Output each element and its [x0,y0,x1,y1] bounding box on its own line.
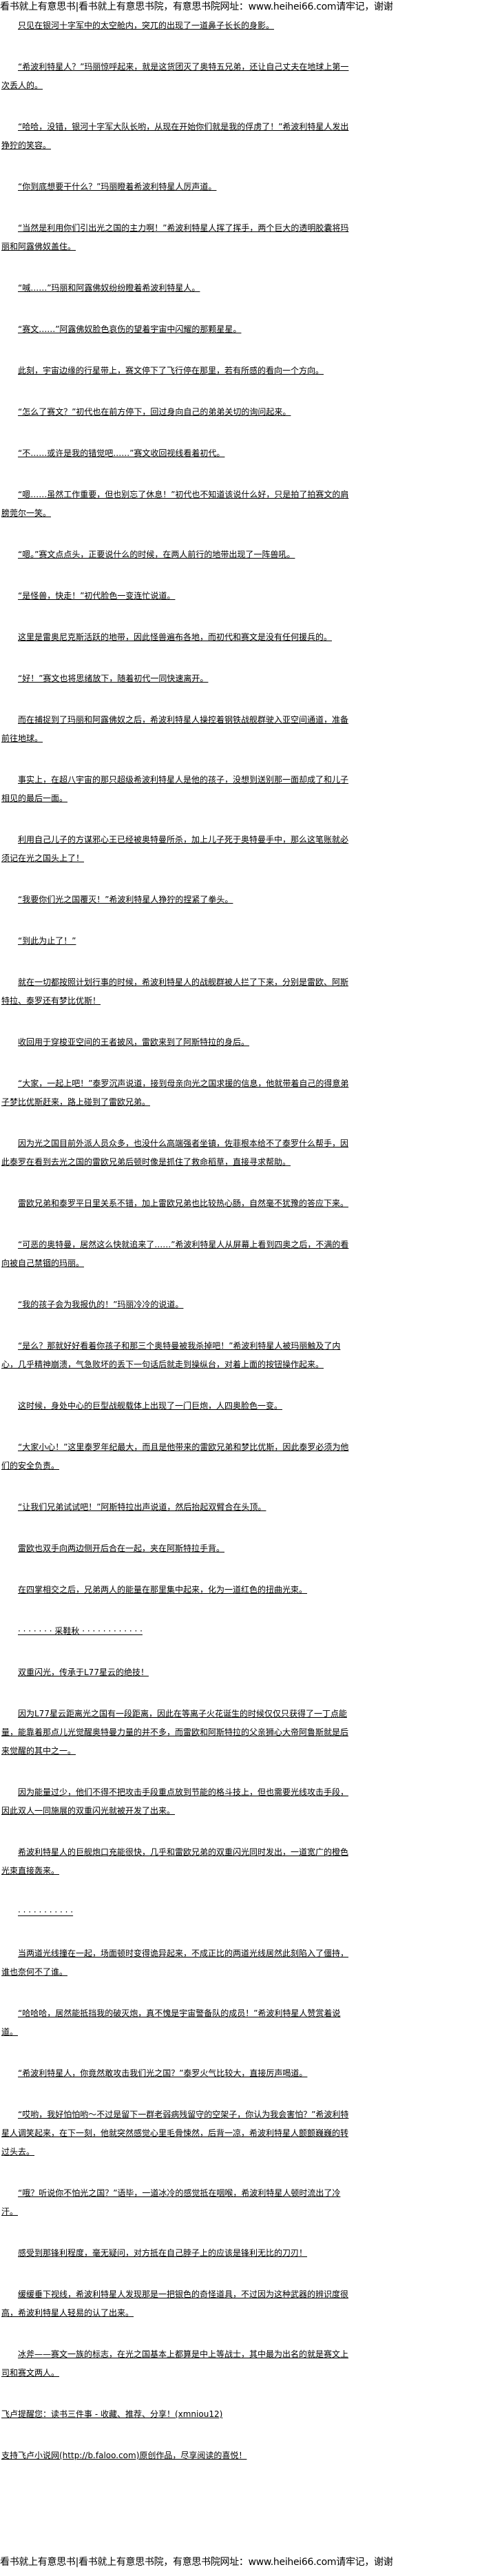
paragraph: 事实上，在超八宇宙的那只超级希波利特星人是他的孩子，没想到送别那一面却成了和儿子… [1,775,349,803]
paragraph: “到此为止了！” [18,936,76,946]
paragraph: 这时候，身处中心的巨型战舰载体上出现了一门巨炮，人四奥脸色一变。 [18,1401,283,1411]
paragraph: “可恶的奥特曼，居然这么快就追来了……”希波利特星人从屏幕上看到四奥之后，不满的… [1,1240,349,1268]
paragraph: “让我们兄弟试试吧！”阿斯特拉出声说道，然后抬起双臂合在头顶。 [18,1502,266,1512]
paragraph: “大家，一起上吧！”泰罗沉声说道，接到母亲向光之国求援的信息，他就带着自己的得意… [1,1079,349,1107]
paragraph: 双重闪光，传承于L77星云的绝技！ [18,1668,149,1677]
paragraph: 只见在银河十字军中的太空舱内，突兀的出现了一道鼻子长长的身影。 [18,21,275,30]
paragraph: “是怪兽，快走！”初代脸色一变连忙说道。 [18,591,176,601]
paragraph: 希波利特星人的巨舰炮口充能很快，几乎和雷欧兄弟的双重闪光同时发出，一道宽广的橙色… [1,1847,349,1876]
paragraph: “怎么了赛文？”初代也在前方停下，回过身向自己的弟弟关切的询问起来。 [18,407,291,417]
paragraph: “不……或许是我的错觉吧……”赛文收回视线看着初代。 [18,448,225,458]
paragraph: “哎哟，我好怕怕哟～不过是留下一群老弱病残留守的空架子，你认为我会害怕？”希波利… [1,2110,349,2157]
paragraph: 因为L77星云距离光之国有一段距离，因此在等离子火花诞生的时候仅仅只获得了一丁点… [1,1709,349,1756]
paragraph: “希波利特星人，你竟然敢攻击我们光之国？”泰罗火气比较大，直接厉声喝道。 [18,2068,308,2078]
chapter-content: 只见在银河十字军中的太空舱内，突兀的出现了一道鼻子长长的身影。 “希波利特星人？”… [1,17,350,2488]
paragraph: “嗯……虽然工作重要，但也别忘了休息！”初代也不知道该说什么好，只是拍了拍赛文的… [1,490,349,518]
paragraph: 缓缓垂下视线，希波利特星人发现那是一把银色的奇怪道具，不过因为这种武器的辨识度很… [1,2289,349,2318]
site-banner-bottom: 看书就上有意思书|看书就上有意思书院，有意思书院网址：www.heihei66.… [0,2557,393,2568]
paragraph: “好！”赛文也将思绪放下，随着初代一同快速离开。 [18,674,209,683]
paragraph: “大家小心！”这里泰罗年纪最大，而且是他带来的雷欧兄弟和梦比优斯，因此泰罗必须为… [1,1442,349,1471]
paragraph: “我要你们光之国覆灭！”希波利特星人狰狞的捏紧了拳头。 [18,895,233,904]
paragraph: “希波利特星人？”玛丽惊呼起来，就是这货团灭了奥特五兄弟，还让自己丈夫在地球上第… [1,62,349,90]
paragraph: 此刻，宇宙边缘的行星带上，赛文停下了飞行停在那里，若有所感的看向一个方向。 [18,366,324,375]
paragraph: “是么？那就好好看着你孩子和那三个奥特曼被我杀掉吧！”希波利特星人被玛丽触及了内… [1,1341,341,1369]
paragraph: 收回用于穿梭亚空间的王者披风，雷欧来到了阿斯特拉的身后。 [18,1037,250,1047]
paragraph: 利用自己儿子的方谋邪心王已经被奥特曼所杀，加上儿子死于奥特曼手中，那么这笔账就必… [1,835,349,863]
paragraph: 当两道光线撞在一起，场面顿时变得诡异起来，不成正比的两道光线居然此刻陷入了僵持，… [1,1949,349,1977]
reading-reminder: 飞卢提醒您：读书三件事 - 收藏、推荐、分享！(xmniou12) [1,2409,223,2419]
paragraph: 雷欧也双手向两边侧开后合在一起，夹在阿斯特拉手背。 [18,1544,225,1553]
paragraph: “哈哈哈，居然能抵挡我的破灭炮，真不愧是宇宙警备队的成员！”希波利特星人赞赏着说… [1,2008,341,2037]
paragraph: 这里是雷奥尼克斯活跃的地带，因此怪兽遍布各地，而初代和赛文是没有任何援兵的。 [18,632,333,642]
faloo-support-note: 支持飞卢小说网(http://b.faloo.com)原创作品，尽享阅读的喜悦！ [1,2451,247,2460]
paragraph: “你到底想要干什么？”玛丽瞪着希波利特星人厉声道。 [18,182,217,191]
paragraph: “我的孩子会为我报仇的！”玛丽冷冷的说道。 [18,1300,184,1309]
paragraph: 雷欧兄弟和泰罗平日里关系不错，加上雷欧兄弟也比较热心肠，自然毫不犹豫的答应下来。 [18,1198,349,1208]
paragraph: 在四掌相交之后，兄弟两人的能量在那里集中起来，化为一道红色的扭曲光束。 [18,1585,308,1595]
paragraph: · · · · · · · · · · · [18,1907,74,1917]
paragraph: · · · · · · · 采鞋秋 · · · · · · · · · · · … [18,1626,143,1636]
paragraph: “哦？听说你不怕光之国？”语毕，一道冰冷的感觉抵在咽喉，希波利特星人顿时流出了冷… [1,2188,341,2216]
paragraph: 而在捕捉到了玛丽和阿露佛奴之后，希波利特星人操控着钢铁战舰群驶入亚空间通道，准备… [1,715,349,743]
paragraph: 冰斧——赛文一族的标志，在光之国基本上都算是中上等战士，其中最为出名的就是赛文上… [1,2349,349,2378]
paragraph: “赛文……”阿露佛奴脸色哀伤的望着宇宙中闪耀的那颗星星。 [18,324,242,334]
paragraph: “嗯。”赛文点点头，正要说什么的时候，在两人前行的地带出现了一阵兽吼。 [18,550,295,559]
paragraph: 就在一切都按照计划行事的时候，希波利特星人的战舰群被人拦了下来，分别是雷欧、阿斯… [1,977,349,1006]
paragraph: “哈哈，没错，银河十字军大队长哟，从现在开始你们就是我的俘虏了！”希波利特星人发… [1,122,349,150]
paragraph: 感受到那锋利程度，毫无疑问，对方抵在自己脖子上的应该是锋利无比的刀刃！ [18,2248,308,2258]
paragraph: 因为能量过少，他们不得不把攻击手段重点放到节能的格斗技上，但也需要光线攻击手段，… [1,1787,349,1816]
paragraph: “当然是利用你们引出光之国的主力啊！”希波利特星人挥了挥手，两个巨大的透明胶囊将… [1,223,349,251]
site-banner-top: 看书就上有意思书|看书就上有意思书院，有意思书院网址：www.heihei66.… [0,1,393,12]
paragraph: “喊……”玛丽和阿露佛奴纷纷瞪着希波利特星人。 [18,283,200,293]
paragraph: 因为光之国目前外派人员众多，也没什么高端强者坐镇，佐菲根本给不了泰罗什么帮手，因… [1,1139,349,1167]
